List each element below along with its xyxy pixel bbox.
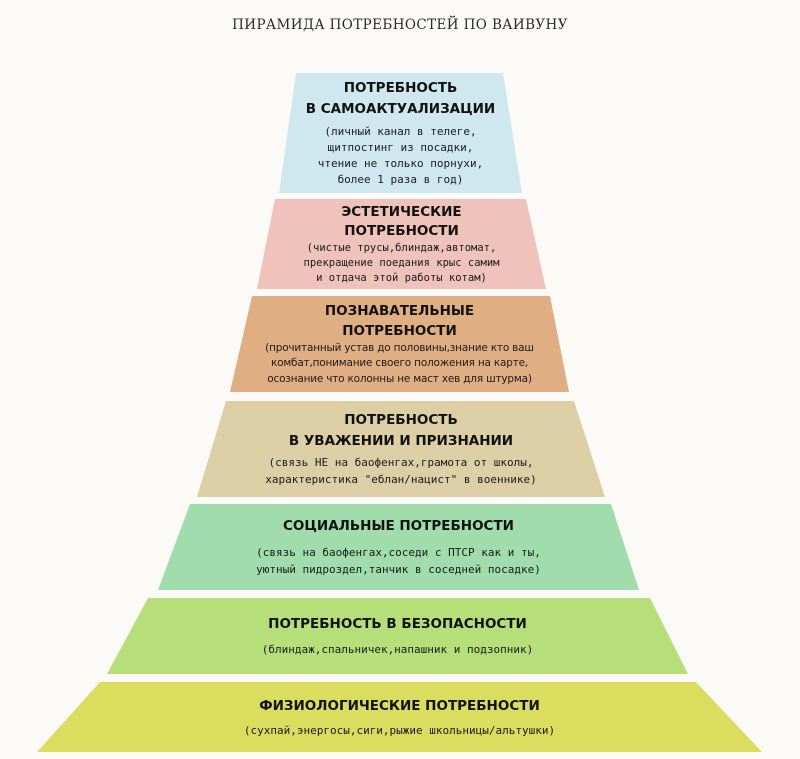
tier-social: СОЦИАЛЬНЫЕ ПОТРЕБНОСТИ (связь на баофенг…: [158, 507, 639, 587]
tier-shape-self-actualization: [279, 73, 522, 193]
tier-heading: ПОТРЕБНОСТЬ В УВАЖЕНИИ И ПРИЗНАНИИ: [288, 412, 514, 449]
tier-description: (сухпай,энергосы,сиги,рыжие школьницы/ал…: [243, 723, 556, 737]
tier-description: (связь НЕ на баофенгах,грамота от школы,…: [265, 456, 537, 486]
tier-safety: ПОТРЕБНОСТЬ В БЕЗОПАСНОСТИ (блиндаж,спал…: [107, 600, 688, 672]
tier-heading: СОЦИАЛЬНЫЕ ПОТРЕБНОСТИ: [283, 518, 514, 534]
tier-heading: ФИЗИОЛОГИЧЕСКИЕ ПОТРЕБНОСТИ: [259, 697, 540, 714]
tier-heading: ПОТРЕБНОСТЬ В САМОАКТУАЛИЗАЦИИ: [305, 80, 496, 117]
tier-description: (блиндаж,спальничек,напашник и подзопник…: [261, 643, 534, 656]
page-title: ПИРАМИДА ПОТРЕБНОСТЕЙ ПО ВАИВУНУ: [232, 17, 568, 33]
tier-shape-safety: [107, 598, 688, 674]
tier-aesthetic: ЭСТЕТИЧЕСКИЕ ПОТРЕБНОСТИ (чистые трусы,б…: [257, 201, 546, 287]
tier-heading: ПОЗНАВАТЕЛЬНЫЕ ПОТРЕБНОСТИ: [324, 302, 475, 339]
tier-cognitive: ПОЗНАВАТЕЛЬНЫЕ ПОТРЕБНОСТИ (прочитанный …: [230, 298, 569, 390]
tier-shape-cognitive: [230, 296, 569, 392]
tier-heading: ЭСТЕТИЧЕСКИЕ ПОТРЕБНОСТИ: [341, 203, 462, 239]
tier-shape-esteem: [197, 401, 605, 497]
tier-shape-aesthetic: [257, 199, 546, 289]
tier-self-actualization: ПОТРЕБНОСТЬ В САМОАКТУАЛИЗАЦИИ (личный к…: [279, 78, 522, 188]
tier-description: (связь на баофенгах,соседи с ПТСР как и …: [256, 546, 541, 576]
tier-esteem: ПОТРЕБНОСТЬ В УВАЖЕНИИ И ПРИЗНАНИИ (связ…: [197, 404, 605, 494]
tier-physiological: ФИЗИОЛОГИЧЕСКИЕ ПОТРЕБНОСТИ (сухпай,энер…: [37, 684, 762, 750]
tier-heading: ПОТРЕБНОСТЬ В БЕЗОПАСНОСТИ: [268, 616, 527, 632]
tier-description: (личный канал в телеге, щитпостинг из по…: [317, 125, 484, 186]
tier-shape-physiological: [37, 682, 762, 752]
tier-description: (прочитанный устав до половины,знание кт…: [265, 341, 534, 385]
tier-description: (чистые трусы,блиндаж,автомат, прекращен…: [303, 241, 500, 284]
tier-shape-social: [158, 504, 639, 590]
